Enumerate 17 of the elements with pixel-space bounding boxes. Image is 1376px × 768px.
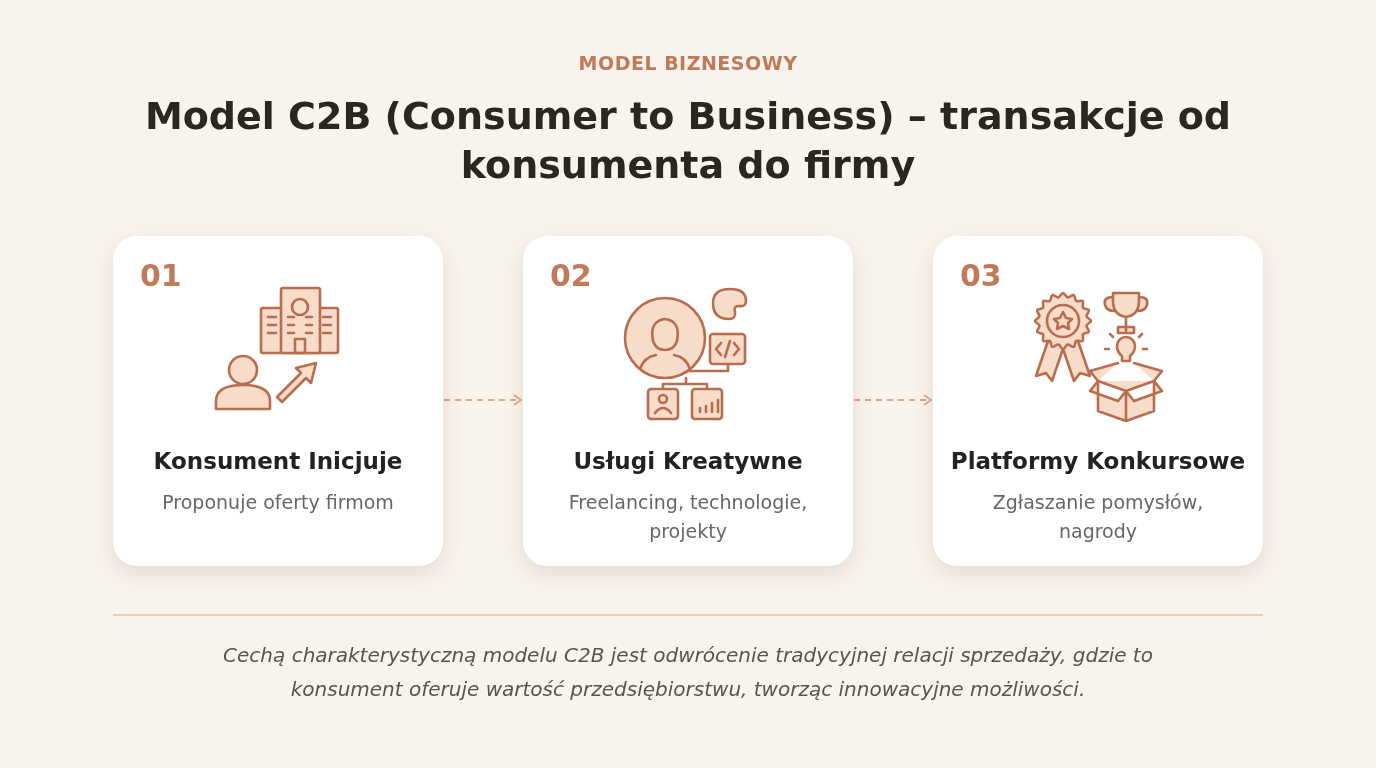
step-card — [933, 236, 1263, 566]
step-heading: Konsument Inicjuje — [152, 448, 404, 474]
caption: Cechą charakterystyczną modelu C2B jest odwrócenie tradycyjnej relacji sprzedaży, gdzie to konsument oferuje wartość przedsiębiorstwu, tworząc innowacyjne możliwości. — [222, 642, 1154, 703]
dashed-arrow — [853, 394, 932, 406]
step-number: 01 — [140, 258, 182, 293]
title: Model C2B (Consumer to Business) – transakcje od konsumenta do firmy — [143, 93, 1233, 189]
step-description: Proponuje oferty firmom — [161, 490, 395, 515]
step-number: 03 — [960, 258, 1002, 293]
dashed-arrow — [443, 394, 522, 406]
step-number: 02 — [550, 258, 592, 293]
step-description: Zgłaszanie pomysłów, nagrody — [991, 490, 1205, 544]
eyebrow-label: MODEL BIZNESOWY — [577, 52, 799, 74]
step-card — [523, 236, 853, 566]
step-heading: Platformy Konkursowe — [949, 448, 1247, 474]
step-description: Freelancing, technologie, projekty — [567, 490, 809, 544]
step-card — [113, 236, 443, 566]
step-heading: Usługi Kreatywne — [572, 448, 804, 474]
